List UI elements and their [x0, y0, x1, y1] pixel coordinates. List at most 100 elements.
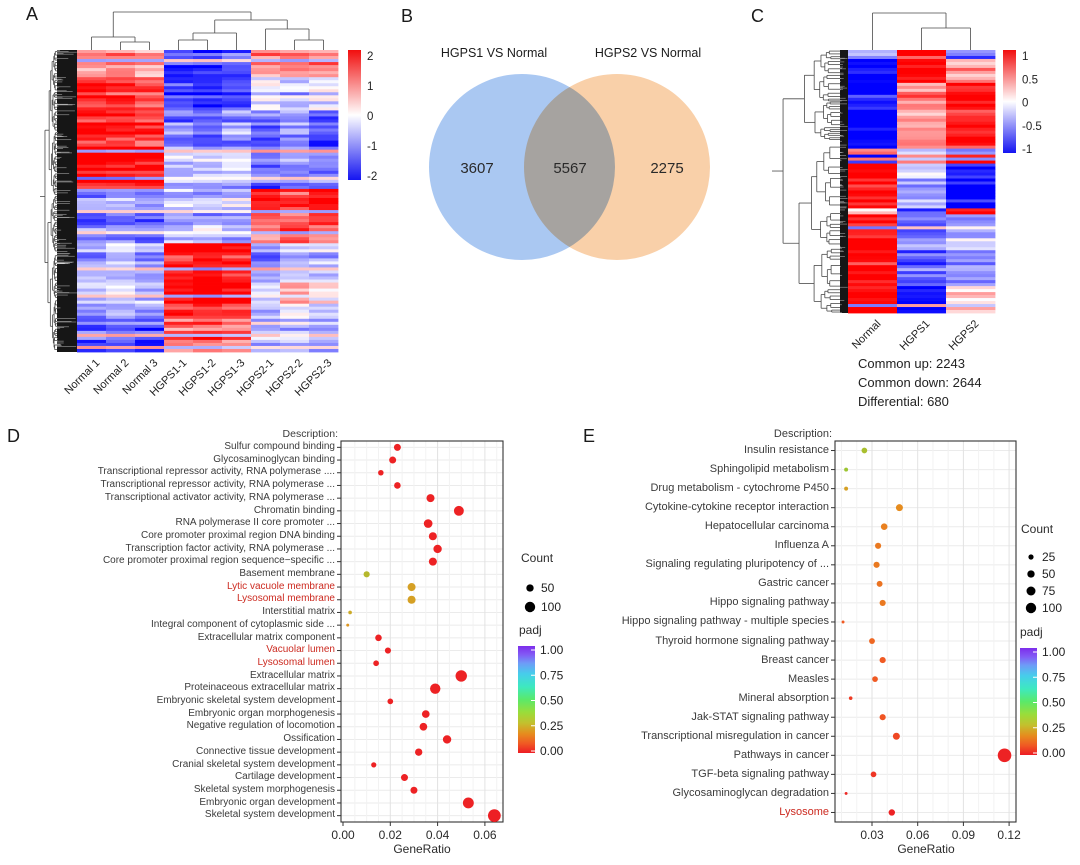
- colorbar-tick-label: 0: [1022, 98, 1028, 110]
- panel-b-letter: B: [401, 6, 414, 26]
- gridlines: [835, 441, 1016, 822]
- data-point: [430, 683, 441, 694]
- venn-right-circle: [524, 74, 710, 260]
- x-tick-label: 0.09: [952, 828, 976, 842]
- data-point: [428, 557, 437, 566]
- data-point: [407, 583, 416, 592]
- category-label: Skeletal system development: [204, 809, 335, 821]
- category-label: Breast cancer: [761, 653, 829, 666]
- venn-left-set-label: HGPS1 VS Normal: [440, 46, 548, 60]
- data-point: [348, 610, 352, 615]
- row-dendrogram: [772, 50, 840, 313]
- count-legend-dot: [1027, 570, 1035, 578]
- heatmap-cells: [848, 50, 996, 314]
- data-point: [423, 519, 433, 528]
- padj-tick-label: 0.25: [1042, 721, 1066, 735]
- colorbar: 210-1-2: [348, 50, 377, 183]
- padj-tick-label: 0.75: [540, 668, 564, 682]
- category-label: Core promoter proximal region sequence−s…: [102, 555, 335, 567]
- count-legend-label: 25: [1042, 550, 1056, 564]
- panel-e-description-title: Description:: [773, 428, 832, 440]
- category-label-highlighted: Lysosomal lumen: [257, 656, 335, 668]
- venn-overlap-count: 5567: [553, 160, 587, 177]
- data-point: [462, 797, 474, 809]
- category-label: Hepatocellular carcinoma: [704, 520, 829, 533]
- data-point: [879, 599, 886, 607]
- count-legend-dot: [1025, 602, 1037, 614]
- category-label: Cartilage development: [234, 771, 335, 783]
- data-point: [421, 710, 430, 718]
- data-point: [870, 771, 877, 778]
- count-legend-label: 100: [1042, 601, 1062, 615]
- differential-text: Differential: 680: [858, 394, 949, 409]
- data-point: [841, 620, 845, 624]
- panel-d-xaxis-title: GeneRatio: [393, 842, 451, 856]
- category-label: Cranial skeletal system development: [172, 758, 335, 770]
- category-label: Transcription factor activity, RNA polym…: [125, 542, 335, 554]
- padj-tick-label: 0.25: [540, 719, 564, 733]
- panel-c-letter: C: [751, 6, 764, 26]
- x-tick-label: 0.02: [379, 828, 403, 842]
- category-label-highlighted: Lysosome: [779, 805, 829, 818]
- data-point: [373, 660, 379, 667]
- data-point: [895, 504, 903, 512]
- data-point: [375, 634, 382, 642]
- x-tick-label: 0.06: [906, 828, 930, 842]
- category-label: Insulin resistance: [744, 444, 829, 456]
- data-point: [401, 774, 408, 782]
- colorbar-tick-label: -0.5: [1022, 121, 1042, 133]
- category-label: Transcriptional repressor activity, RNA …: [100, 479, 335, 491]
- data-point: [384, 647, 392, 654]
- data-point: [394, 482, 401, 489]
- data-point: [844, 791, 848, 795]
- padj-legend: 1.000.750.500.250.00: [518, 643, 564, 758]
- category-label: Pathways in cancer: [733, 748, 829, 761]
- common-down-text: Common down: 2644: [858, 375, 982, 390]
- venn-left-count: 3607: [460, 160, 494, 177]
- data-point: [453, 505, 464, 516]
- category-label: Glycosaminoglycan degradation: [672, 786, 829, 799]
- padj-tick-label: 0.00: [1042, 746, 1066, 760]
- panel-c-stats: Common up: 2243 Common down: 2644 Differ…: [858, 354, 982, 411]
- category-label: Negative regulation of locomotion: [186, 720, 335, 732]
- row-labels-strip: [57, 50, 77, 352]
- data-point: [844, 486, 849, 491]
- data-point: [389, 456, 397, 464]
- data-point: [378, 469, 384, 476]
- venn-diagram: [429, 74, 710, 260]
- colorbar-tick-label: 1: [1022, 51, 1028, 63]
- data-point: [892, 732, 900, 740]
- category-label: Chromatin binding: [253, 504, 335, 516]
- data-point: [875, 542, 882, 549]
- category-label: Extracellular matrix: [249, 669, 335, 681]
- category-label: TGF-beta signaling pathway: [691, 767, 829, 780]
- padj-tick-label: 0.75: [1042, 670, 1066, 684]
- category-label: Gastric cancer: [758, 577, 829, 590]
- data-point: [442, 735, 452, 744]
- data-point: [861, 447, 868, 454]
- count-legend-label: 50: [1042, 567, 1056, 581]
- category-label: Signaling regulating pluripotency of ...: [645, 558, 829, 571]
- count-legend-label: 100: [541, 600, 561, 614]
- data-point: [455, 670, 467, 682]
- category-label: Embryonic skeletal system development: [156, 695, 335, 706]
- category-label: Sphingolipid metabolism: [709, 463, 829, 476]
- panel-a-heatmap: 210-1-2: [40, 11, 377, 353]
- category-label: Drug metabolism - cytochrome P450: [650, 482, 829, 495]
- data-point: [433, 544, 442, 554]
- count-legend-dot: [526, 584, 534, 592]
- panel-e-xaxis-title: GeneRatio: [897, 842, 955, 856]
- panel-d-count-legend-title: Count: [521, 551, 554, 565]
- category-label: Mineral absorption: [738, 691, 830, 704]
- category-label: RNA polymerase II core promoter ...: [175, 517, 335, 529]
- colorbar-tick-label: 2: [367, 51, 373, 63]
- x-tick-label: 0.03: [860, 828, 884, 842]
- data-point: [873, 561, 880, 568]
- category-label: Connective tissue development: [196, 745, 335, 757]
- category-label: Measles: [788, 672, 829, 685]
- category-label: Influenza A: [774, 539, 829, 552]
- colorbar-tick-label: 1: [367, 81, 373, 93]
- count-legend-dot: [1026, 586, 1036, 596]
